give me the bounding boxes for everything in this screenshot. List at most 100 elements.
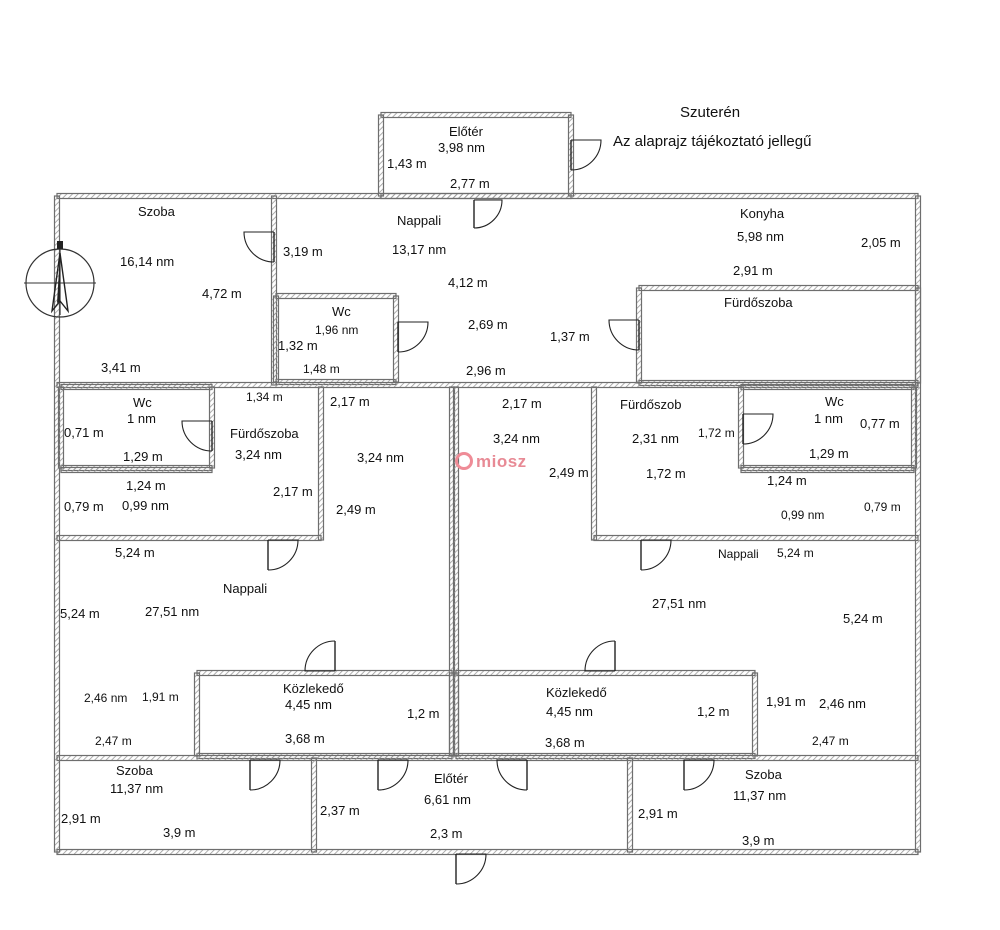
wall-segment [740, 466, 915, 474]
door-swing-icon [683, 759, 715, 791]
room-dimension: 2,96 m [466, 363, 506, 378]
room-dimension: 3,9 m [742, 833, 775, 848]
room-dimension: 1,37 m [550, 329, 590, 344]
room-dimension: 2,47 m [812, 734, 849, 748]
room-area: 1,96 nm [315, 323, 359, 337]
room-dimension: 2,37 m [320, 803, 360, 818]
disclaimer-note: Az alaprajz tájékoztató jellegű [613, 133, 812, 150]
room-name: Közlekedő [546, 685, 607, 700]
room-dimension: 3,68 m [545, 735, 585, 750]
room-area: 11,37 nm [733, 788, 787, 803]
wall-segment [60, 383, 213, 391]
room-dimension: 1,72 m [646, 466, 686, 481]
room-area: 13,17 nm [392, 242, 447, 257]
floor-level-title: Szuterén [680, 104, 741, 121]
room-dimension: 4,12 m [448, 275, 488, 290]
room-dimension: 1,24 m [767, 473, 807, 488]
room-dimension: 1,29 m [809, 446, 849, 461]
room-dimension: 2,91 m [638, 806, 678, 821]
room-dimension: 0,99 nm [122, 498, 169, 513]
wall-segment [193, 672, 201, 757]
room-area: 3,24 nm [493, 431, 540, 446]
watermark-text: miosz [476, 452, 527, 471]
wall-segment [740, 383, 915, 391]
room-dimension: 0,71 m [64, 425, 104, 440]
room-dimension: 1,91 m [142, 690, 179, 704]
room-area: 4,45 nm [285, 697, 332, 712]
room-area: 27,51 nm [145, 604, 200, 619]
wall-segment [914, 195, 922, 853]
room-area: 16,14 nm [120, 254, 175, 269]
wall-segment [626, 757, 634, 853]
room-dimension: 2,49 m [336, 502, 376, 517]
room-name: Nappali [397, 213, 442, 228]
room-area: 27,51 nm [652, 596, 707, 611]
wall-segment [638, 284, 919, 292]
room-name: Fürdőszoba [724, 295, 793, 310]
room-dimension: 1,72 m [698, 426, 735, 440]
room-dimension: 1,34 m [246, 390, 283, 404]
room-name: Szoba [745, 767, 782, 782]
room-name: Nappali [718, 547, 759, 561]
room-dimension: 0,79 m [64, 499, 104, 514]
room-name: Előtér [434, 771, 468, 786]
room-dimension: 0,99 nm [781, 508, 825, 522]
room-area: 5,98 nm [737, 229, 784, 244]
room-name: Wc [133, 395, 152, 410]
door-swing-icon [243, 231, 275, 263]
room-dimension: 1,91 m [766, 694, 806, 709]
room-name: Konyha [740, 206, 785, 221]
wall-segment [914, 287, 922, 384]
room-dimension: 2,46 nm [819, 696, 866, 711]
room-name: Fürdőszoba [230, 426, 299, 441]
wall-segment [910, 386, 918, 469]
room-dimension: 5,24 m [843, 611, 883, 626]
room-name: Wc [332, 304, 351, 319]
watermark-logo-icon [455, 452, 473, 470]
room-dimension: 2,17 m [502, 396, 542, 411]
room-dimension: 3,68 m [285, 731, 325, 746]
room-name: Közlekedő [283, 681, 344, 696]
door-swing-icon [267, 539, 299, 571]
room-name: Fürdőszob [620, 397, 682, 412]
door-swing-icon [377, 759, 409, 791]
room-dimension: 3,19 m [283, 244, 323, 259]
room-dimension: 2,91 m [733, 263, 773, 278]
wall-segment [380, 111, 572, 119]
wall-segment [590, 386, 598, 541]
room-dimension: 5,24 m [60, 606, 100, 621]
room-area: 3,24 nm [235, 447, 282, 462]
door-swing-icon [742, 413, 774, 445]
room-dimension: 2,49 m [549, 465, 589, 480]
room-dimension: 0,77 m [860, 416, 900, 431]
wall-segment [310, 757, 318, 853]
door-swing-icon [397, 321, 429, 353]
wall-segment [275, 292, 397, 300]
room-name: Nappali [223, 581, 268, 596]
door-swing-icon [496, 759, 528, 791]
wall-segment [751, 672, 759, 757]
wall-segment [380, 192, 572, 200]
wall-segment [56, 381, 919, 389]
room-dimension: 5,24 m [115, 545, 155, 560]
room-dimension: 3,9 m [163, 825, 196, 840]
room-dimension: 1,24 m [126, 478, 166, 493]
room-dimension: 1,48 m [303, 362, 340, 376]
room-dimension: 2,91 m [61, 811, 101, 826]
room-dimension: 4,72 m [202, 286, 242, 301]
room-area: 1 nm [127, 411, 156, 426]
room-dimension: 2,05 m [861, 235, 901, 250]
room-area: 6,61 nm [424, 792, 471, 807]
walls [53, 111, 922, 856]
room-name: Szoba [138, 204, 175, 219]
watermark: miosz [455, 452, 527, 472]
room-name: Előtér [449, 124, 483, 139]
room-dimension: 2,3 m [430, 826, 463, 841]
room-name: Wc [825, 394, 844, 409]
room-dimension: 2,17 m [330, 394, 370, 409]
room-area: 2,31 nm [632, 431, 679, 446]
wall-segment [317, 386, 325, 541]
wall-segment [593, 534, 919, 542]
room-dimension: 1,29 m [123, 449, 163, 464]
